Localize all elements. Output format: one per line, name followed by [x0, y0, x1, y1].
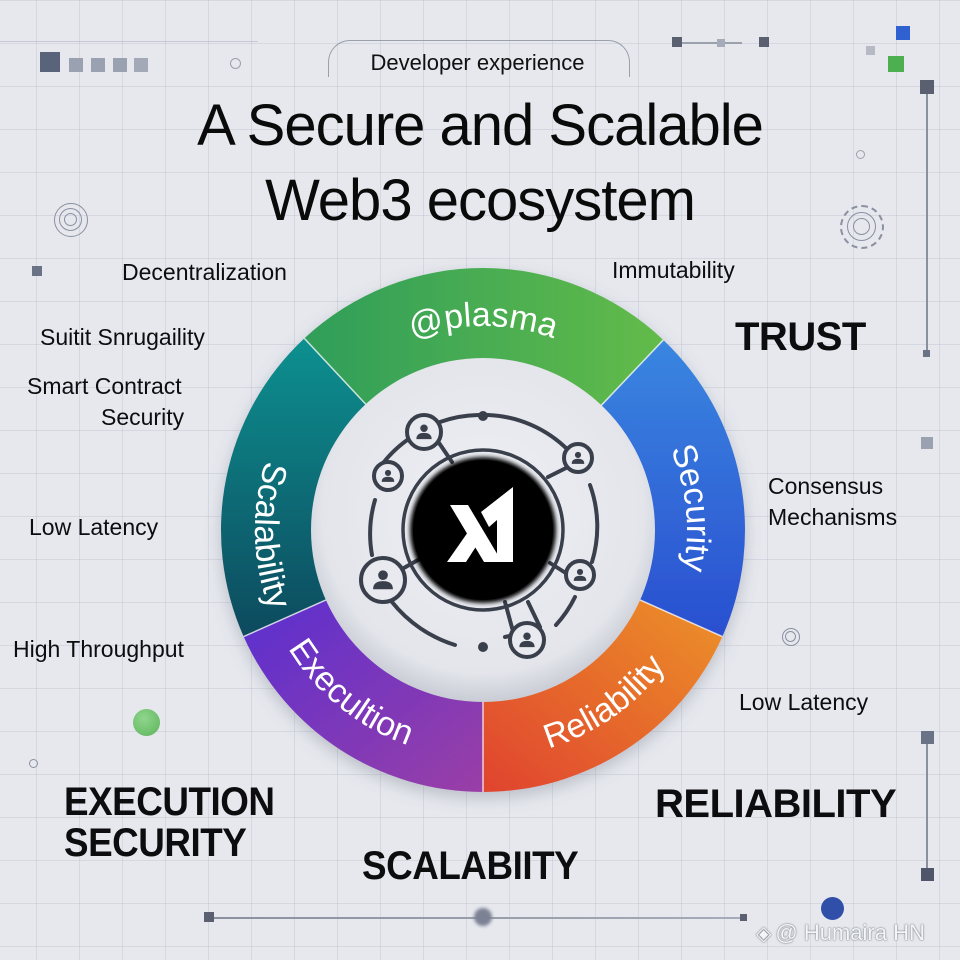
watermark: ◈@ Humaira HN — [756, 920, 925, 946]
decor-square-large — [40, 52, 60, 72]
page-title-line1: A Secure and Scalable — [197, 93, 764, 158]
center-logo-disc — [413, 460, 553, 600]
label-consensus: Consensus — [768, 473, 884, 499]
concentric-circle-icon — [54, 203, 88, 237]
concentric-circle-icon — [840, 205, 884, 249]
decor-square — [759, 37, 769, 47]
segment-divider — [599, 339, 664, 408]
decor-dot — [474, 908, 492, 926]
decor-square — [717, 39, 725, 47]
decor-dot-blue — [821, 897, 844, 920]
decor-square — [91, 58, 105, 72]
decor-line-top — [0, 41, 258, 42]
user-node-icon — [372, 460, 404, 492]
decor-square — [672, 37, 682, 47]
tag-developer-experience: Developer experience — [370, 50, 585, 75]
segment-plasma — [304, 268, 664, 407]
decor-circle-double — [782, 628, 800, 646]
label-scalability: SCALABIITY — [362, 844, 579, 888]
segment-divider — [303, 337, 368, 407]
binance-logo-icon: ◈ — [756, 923, 772, 945]
decor-square — [740, 914, 747, 921]
decor-circle-small — [856, 150, 865, 159]
decor-square — [923, 350, 930, 357]
label-decentralization: Decentralization — [122, 259, 287, 285]
label-trust: TRUST — [735, 315, 866, 359]
decor-connector-line — [682, 42, 742, 44]
decor-circle-small — [230, 58, 241, 69]
decor-square — [134, 58, 148, 72]
segment-scalability — [220, 338, 368, 637]
label-low-latency-right: Low Latency — [739, 689, 869, 715]
label-execution-security: SECURITY — [64, 821, 247, 865]
label-immutability: Immutability — [612, 257, 735, 283]
decor-square-blue — [896, 26, 910, 40]
label-reliability: RELIABILITY — [655, 782, 897, 826]
label-smart-contract: Smart Contract — [27, 373, 182, 399]
decor-square — [866, 46, 875, 55]
network-node-dot — [478, 642, 488, 652]
segment-execution — [243, 599, 483, 793]
network-node-dot — [478, 411, 488, 421]
decor-square — [69, 58, 83, 72]
decor-square — [113, 58, 127, 72]
user-node-icon — [562, 442, 594, 474]
user-node-icon — [564, 559, 596, 591]
decor-circle-small — [29, 759, 38, 768]
segment-divider — [637, 598, 723, 638]
decor-square — [32, 266, 42, 276]
label-suitit-snrugaility: Suitit Snrugaility — [40, 324, 205, 350]
decor-dot-green — [133, 709, 160, 736]
decor-vertical-line — [926, 740, 928, 872]
decor-square — [204, 912, 214, 922]
tag-pill-border — [328, 40, 630, 77]
label-execution: EXECUTION — [64, 780, 275, 824]
label-mechanisms: Mechanisms — [768, 504, 898, 530]
decor-square — [921, 437, 933, 449]
decor-square — [921, 868, 934, 881]
segment-divider — [243, 598, 329, 638]
x1-logo-icon — [447, 487, 513, 562]
page-title-line2: Web3 ecosystem — [265, 168, 696, 233]
user-node-icon — [405, 413, 443, 451]
user-node-icon — [359, 556, 407, 604]
user-node-icon — [508, 621, 546, 659]
segment-security — [600, 339, 745, 637]
decor-vertical-line — [926, 94, 928, 354]
label-smart-contract-security: Security — [101, 404, 185, 430]
decor-square-green — [888, 56, 904, 72]
segment-reliability — [483, 599, 723, 792]
decor-square — [921, 731, 934, 744]
decor-square — [920, 80, 934, 94]
label-low-latency-left: Low Latency — [29, 514, 159, 540]
label-high-throughput: High Throughput — [13, 636, 184, 662]
watermark-text: @ Humaira HN — [775, 920, 925, 945]
